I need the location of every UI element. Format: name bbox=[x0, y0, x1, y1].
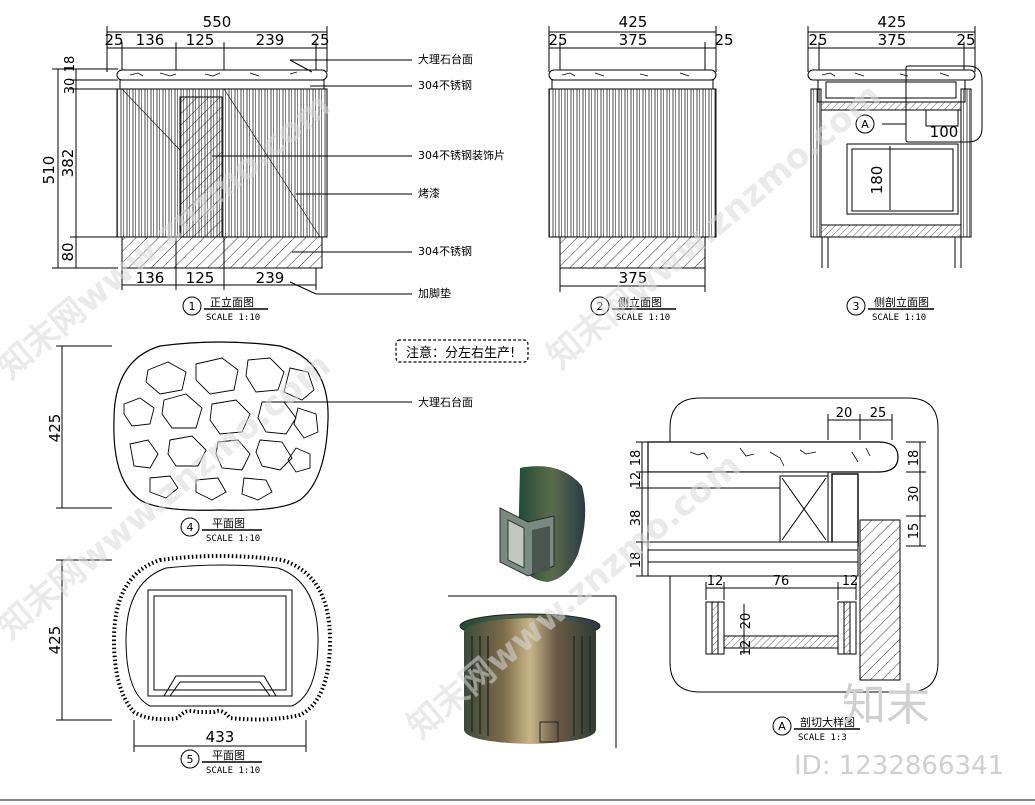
section-view-title: 侧剖立面图 bbox=[874, 295, 929, 309]
detail-left-dim-2: 12 bbox=[629, 472, 644, 489]
side-view-title: 侧立面图 bbox=[618, 295, 662, 309]
detail-scale: SCALE 1:3 bbox=[798, 733, 847, 743]
watermark-brand: 知末 bbox=[842, 680, 930, 731]
detail-title: 剖切大样图 bbox=[800, 715, 855, 729]
side-top-dim-3: 25 bbox=[714, 31, 733, 49]
front-top-dim-1: 25 bbox=[104, 31, 123, 49]
section-detail-marker: A bbox=[861, 118, 869, 131]
front-overall-width: 550 bbox=[203, 13, 232, 31]
detail-right-dim-2: 30 bbox=[907, 486, 922, 503]
plan-top-callout: 大理石台面 bbox=[418, 395, 473, 409]
front-bottom-dim-2: 125 bbox=[186, 269, 215, 287]
section-overall-width: 425 bbox=[878, 13, 907, 31]
side-top-dim-1: 25 bbox=[548, 31, 567, 49]
plan-bottom: 425 433 5 平面图 SCALE 1:10 bbox=[46, 554, 333, 776]
front-bottom-dim-1: 136 bbox=[136, 269, 165, 287]
side-overall-width: 425 bbox=[619, 13, 648, 31]
plan-bottom-width: 433 bbox=[206, 728, 235, 746]
detail-vertical-dim-1: 20 bbox=[739, 613, 754, 630]
plan-bottom-scale: SCALE 1:10 bbox=[206, 766, 260, 776]
section-top-dim-1: 25 bbox=[808, 31, 827, 49]
side-view-number: 2 bbox=[597, 300, 604, 313]
detail-left-dim-1: 18 bbox=[629, 450, 644, 467]
callout-foot-pad: 加脚垫 bbox=[418, 286, 451, 300]
detail-vertical-dim-2: 12 bbox=[739, 640, 754, 657]
plan-top: 425 大理石台面 4 平面图 SCALE 1:10 bbox=[46, 341, 473, 544]
detail-lower-dim-1: 12 bbox=[707, 574, 724, 589]
callout-stainless-2: 304不锈钢 bbox=[418, 245, 472, 258]
callout-paint: 烤漆 bbox=[418, 186, 440, 200]
callout-stainless-1: 304不锈钢 bbox=[418, 79, 472, 92]
detail-left-dim-3: 38 bbox=[629, 510, 644, 527]
front-view-number: 1 bbox=[189, 300, 196, 313]
render-cabinet-photo bbox=[448, 594, 617, 748]
section-top-dim-3: 25 bbox=[956, 31, 975, 49]
detail-top-dim-1: 20 bbox=[836, 406, 853, 421]
callouts: 大理石台面 304不锈钢 304不锈钢装饰片 烤漆 304不锈钢 加脚垫 bbox=[212, 52, 505, 300]
section-top-dim-2: 375 bbox=[878, 31, 907, 49]
plan-bottom-title: 平面图 bbox=[212, 749, 245, 762]
note: 注意：分左右生产! bbox=[395, 339, 529, 363]
front-view-scale: SCALE 1:10 bbox=[206, 313, 260, 323]
plan-bottom-number: 5 bbox=[187, 753, 194, 766]
front-height-18: 18 bbox=[63, 56, 78, 73]
section-dim-180: 180 bbox=[868, 166, 886, 195]
front-top-dim-4: 239 bbox=[256, 31, 285, 49]
detail-top-dim-2: 25 bbox=[870, 406, 887, 421]
front-height-382: 382 bbox=[59, 149, 77, 178]
side-section: 425 25 375 25 100 A 180 3 侧剖立面图 SCALE 1:… bbox=[807, 13, 983, 323]
watermark-id: ID: 1232866341 bbox=[794, 751, 1004, 781]
front-elevation: 550 25 136 125 239 25 510 30 18 382 80 bbox=[40, 13, 330, 323]
side-bottom-dim: 375 bbox=[619, 269, 648, 287]
plan-bottom-depth: 425 bbox=[46, 626, 64, 655]
callout-marble-top: 大理石台面 bbox=[418, 52, 473, 66]
section-view-number: 3 bbox=[853, 300, 860, 313]
plan-top-number: 4 bbox=[187, 521, 194, 534]
front-view-title: 正立面图 bbox=[210, 295, 254, 309]
plan-top-depth: 425 bbox=[46, 414, 64, 443]
callout-stainless-decor: 304不锈钢装饰片 bbox=[418, 148, 505, 162]
detail-marker: A bbox=[778, 720, 786, 733]
plan-top-title: 平面图 bbox=[212, 517, 245, 530]
front-height-30: 30 bbox=[63, 78, 78, 95]
detail-lower-dim-3: 12 bbox=[842, 574, 859, 589]
detail-right-dim-1: 18 bbox=[907, 450, 922, 467]
side-elevation: 425 25 375 25 375 2 侧立面图 SCALE 1:10 bbox=[548, 13, 733, 323]
detail-a: 20 25 18 12 38 18 18 30 15 bbox=[629, 397, 939, 743]
side-view-scale: SCALE 1:10 bbox=[616, 313, 670, 323]
render-detail-photo bbox=[476, 464, 586, 586]
front-top-dim-2: 136 bbox=[136, 31, 165, 49]
front-top-dim-5: 25 bbox=[310, 31, 329, 49]
section-view-scale: SCALE 1:10 bbox=[872, 313, 926, 323]
side-top-dim-2: 375 bbox=[619, 31, 648, 49]
note-text: 注意：分左右生产! bbox=[406, 345, 515, 361]
front-height-80: 80 bbox=[59, 242, 77, 261]
front-bottom-dim-3: 239 bbox=[256, 269, 285, 287]
section-dim-100: 100 bbox=[930, 123, 959, 141]
detail-lower-dim-2: 76 bbox=[773, 574, 790, 589]
front-top-dim-3: 125 bbox=[186, 31, 215, 49]
plan-top-scale: SCALE 1:10 bbox=[206, 534, 260, 544]
front-height-total: 510 bbox=[40, 156, 58, 185]
detail-right-dim-3: 15 bbox=[907, 523, 922, 540]
detail-left-dim-4: 18 bbox=[629, 552, 644, 569]
